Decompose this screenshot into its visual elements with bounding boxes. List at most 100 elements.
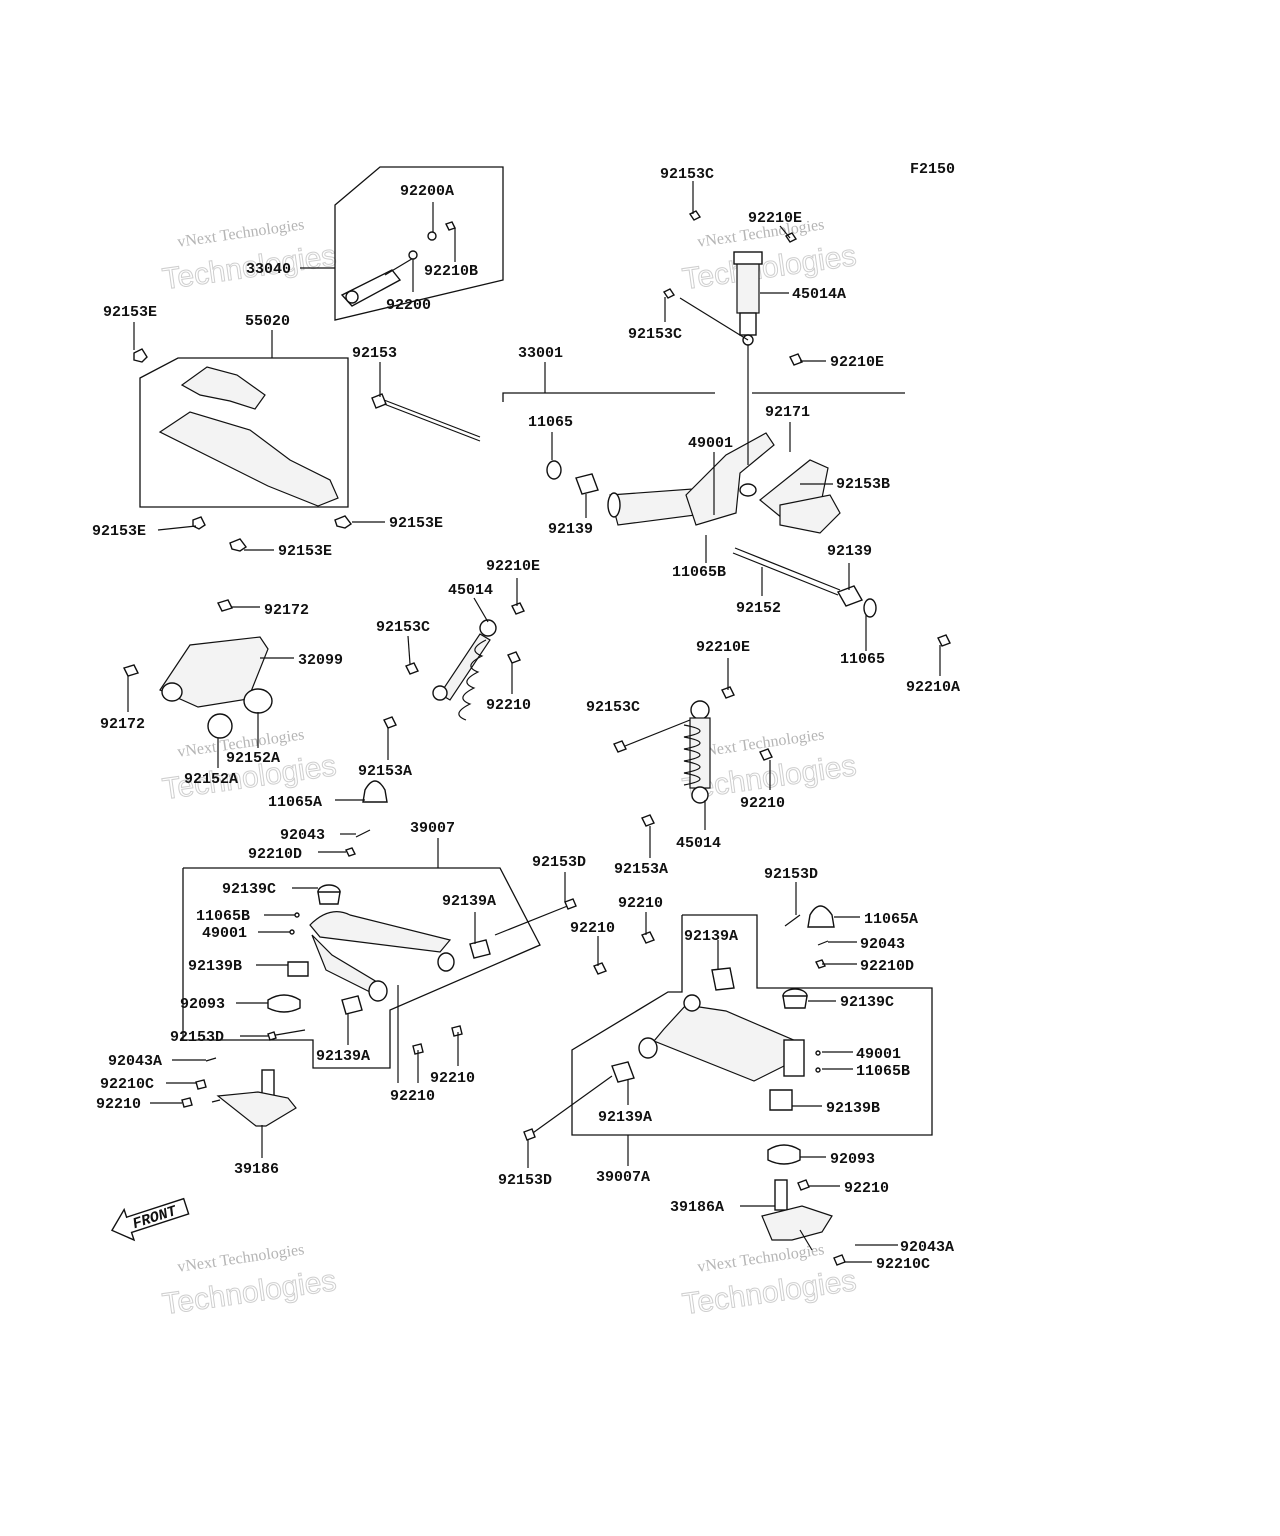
part-label: 49001 <box>688 435 733 452</box>
part-label: 92139A <box>598 1109 652 1126</box>
knuckle-39186 <box>211 1069 297 1127</box>
part-label: 39007 <box>410 820 455 837</box>
part-label: 45014 <box>448 582 493 599</box>
part-label: 92139B <box>188 958 242 975</box>
part-label: 39186A <box>670 1199 724 1216</box>
group-box-33001 <box>502 392 715 402</box>
part-label: 92153C <box>660 166 714 183</box>
a-arm-39007 <box>267 884 491 1015</box>
part-label: 92210B <box>424 263 478 280</box>
part-label: 92153C <box>376 619 430 636</box>
fasteners-left <box>181 898 577 1108</box>
part-label: 92093 <box>180 996 225 1013</box>
part-label: 92153B <box>836 476 890 493</box>
group-box-39007 <box>182 867 541 1069</box>
part-label: 92210 <box>486 697 531 714</box>
part-label: 92043A <box>900 1239 954 1256</box>
shock-45014-left <box>383 602 525 729</box>
part-label: 92210 <box>430 1070 475 1087</box>
part-label: 49001 <box>856 1046 901 1063</box>
part-label: 92153D <box>170 1029 224 1046</box>
group-box-39007a <box>571 914 933 1136</box>
part-label: 39186 <box>234 1161 279 1178</box>
part-label: 92153D <box>498 1172 552 1189</box>
part-label: 92210E <box>748 210 802 227</box>
part-label: 92152A <box>226 750 280 767</box>
part-label: 92152A <box>184 771 238 788</box>
front-direction-arrow: FRONT <box>110 1197 190 1242</box>
part-label: 92210 <box>844 1180 889 1197</box>
part-label: 92153D <box>532 854 586 871</box>
guard-32099 <box>123 599 273 739</box>
part-label: 92043 <box>860 936 905 953</box>
part-label: 92139 <box>827 543 872 560</box>
part-label: 92139A <box>316 1048 370 1065</box>
part-label: 32099 <box>298 652 343 669</box>
part-label: 92152 <box>736 600 781 617</box>
part-label: 92139A <box>684 928 738 945</box>
part-labels: 92153C 92210E 45014A 92153C 92210E 92200… <box>92 166 960 1273</box>
part-label: 92139A <box>442 893 496 910</box>
part-label: 92139C <box>840 994 894 1011</box>
part-label: 92153E <box>103 304 157 321</box>
part-label: 92043A <box>108 1053 162 1070</box>
part-label: 92171 <box>765 404 810 421</box>
shock-45014-right <box>613 686 773 827</box>
part-label: 33001 <box>518 345 563 362</box>
shock-45014a <box>662 210 803 366</box>
part-label: 92139 <box>548 521 593 538</box>
part-label: 92043 <box>280 827 325 844</box>
part-label: 49001 <box>202 925 247 942</box>
group-box-33040 <box>334 166 504 321</box>
part-label: 92210 <box>570 920 615 937</box>
part-label: 92210E <box>696 639 750 656</box>
part-label: 92153E <box>278 543 332 560</box>
part-label: 92172 <box>100 716 145 733</box>
bushing-set-upper <box>546 460 599 495</box>
part-label: 92210 <box>390 1088 435 1105</box>
part-label: 92200A <box>400 183 454 200</box>
part-label: 92210C <box>100 1076 154 1093</box>
part-label: 92153 <box>352 345 397 362</box>
part-label: 33040 <box>246 261 291 278</box>
axle-92152 <box>732 547 951 647</box>
cap-set-right <box>593 905 835 975</box>
part-label: 92210 <box>618 895 663 912</box>
part-label: 92153C <box>628 326 682 343</box>
part-label: 39007A <box>596 1169 650 1186</box>
part-label: 92210C <box>876 1256 930 1273</box>
part-label: 92153A <box>358 763 412 780</box>
part-label: 45014 <box>676 835 721 852</box>
part-label: 11065 <box>840 651 885 668</box>
part-label: 92172 <box>264 602 309 619</box>
part-label: 92210 <box>96 1096 141 1113</box>
part-label: 11065B <box>196 908 250 925</box>
part-label: 11065 <box>528 414 573 431</box>
a-arm-39007a <box>523 967 821 1141</box>
knuckle-39186a <box>761 1144 870 1266</box>
leader-lines <box>127 181 941 1263</box>
adjuster-bolt-33040 <box>340 221 456 307</box>
part-label: 92200 <box>386 297 431 314</box>
part-label: 92139C <box>222 881 276 898</box>
part-label: 92153C <box>586 699 640 716</box>
part-label: 92210D <box>248 846 302 863</box>
part-label: 92210D <box>860 958 914 975</box>
part-label: 92093 <box>830 1151 875 1168</box>
guard-55020 <box>158 366 339 507</box>
part-label: 92210E <box>486 558 540 575</box>
part-label: 92139B <box>826 1100 880 1117</box>
figure-code: F2150 <box>910 161 955 178</box>
part-label: 11065B <box>856 1063 910 1080</box>
part-label: 92210E <box>830 354 884 371</box>
group-box-55020 <box>139 357 349 508</box>
part-label: 92210 <box>740 795 785 812</box>
cap-set-left <box>345 780 388 857</box>
part-label: 92153A <box>614 861 668 878</box>
part-label: 55020 <box>245 313 290 330</box>
axle-bolt-92153 <box>371 393 481 442</box>
part-label: 92153E <box>92 523 146 540</box>
part-label: 92153E <box>389 515 443 532</box>
part-label: 45014A <box>792 286 846 303</box>
